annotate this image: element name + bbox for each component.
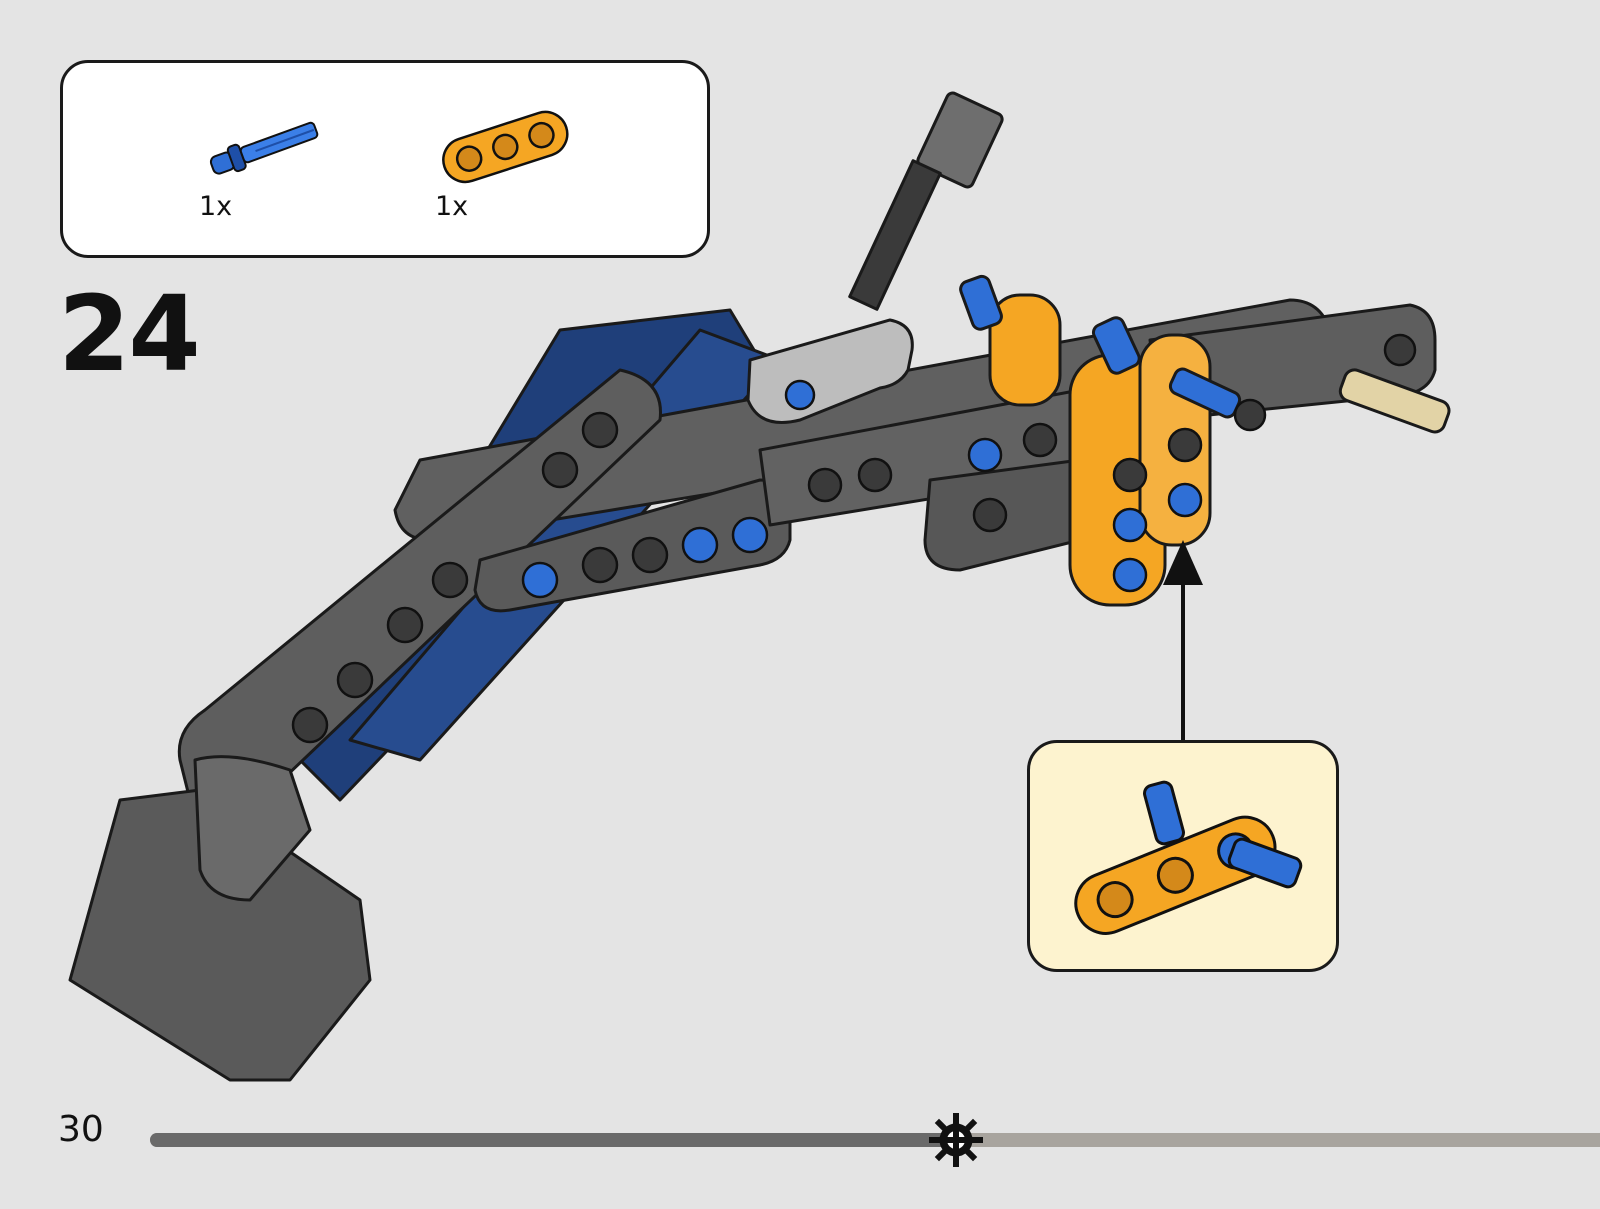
progress-bar	[150, 1133, 1600, 1147]
sub-assembly-callout	[1027, 740, 1339, 972]
progress-bar-fill	[150, 1133, 956, 1147]
gear-icon	[928, 1112, 984, 1172]
page-number: 30	[58, 1112, 104, 1148]
pin-and-beam-subassembly-icon	[1030, 743, 1336, 969]
